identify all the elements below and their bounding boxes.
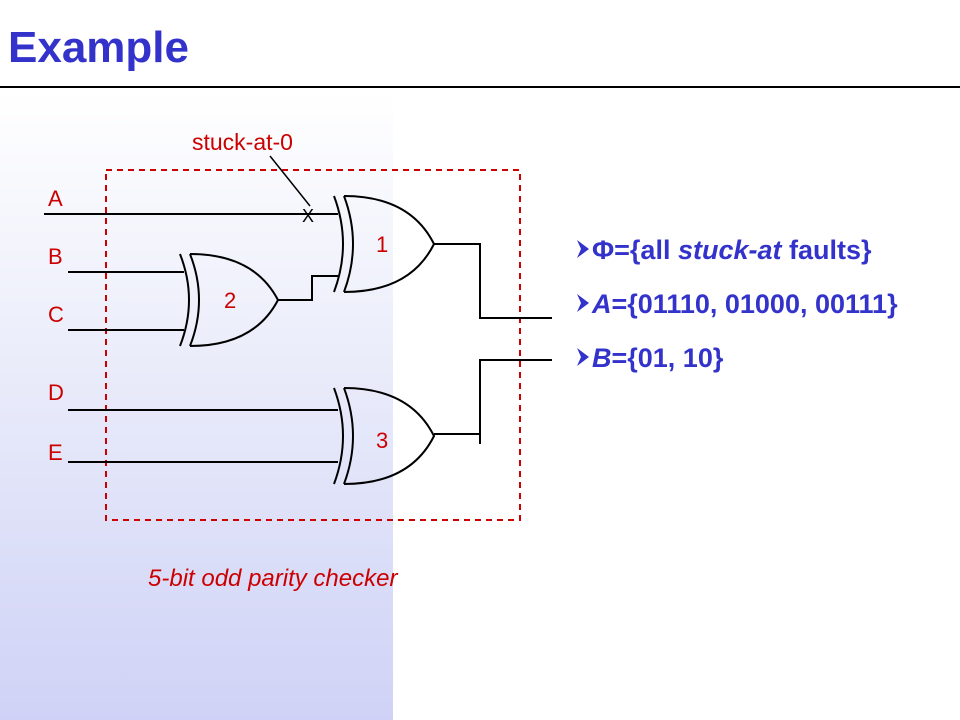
gate-label-2: 2 — [224, 288, 236, 313]
bullet-suffix: ={01, 10} — [611, 343, 724, 373]
background-gradient-panel — [0, 90, 393, 720]
bullet-item-phi: Φ={all stuck-at faults} — [576, 232, 946, 268]
gate-label-3: 3 — [376, 428, 388, 453]
xor-gate-1 — [333, 195, 436, 293]
bullet-suffix: ={01110, 01000, 00111} — [611, 289, 898, 319]
bullet-item-b: B={01, 10} — [576, 340, 946, 376]
bullet-emphasis: B — [592, 343, 612, 373]
xor-gate-3 — [333, 387, 436, 485]
input-label-e: E — [48, 440, 63, 465]
bullet-emphasis: stuck-at — [677, 235, 782, 265]
title-divider — [0, 86, 960, 88]
bullet-list: Φ={all stuck-at faults} A={01110, 01000,… — [576, 232, 946, 394]
diagram-caption: 5-bit odd parity checker — [148, 565, 398, 592]
wire-gate2-to-gate1 — [278, 275, 338, 301]
input-label-d: D — [48, 380, 64, 405]
arrow-bullet-icon — [577, 348, 589, 366]
xor-gate-2 — [179, 253, 280, 347]
arrow-bullet-icon — [577, 240, 589, 258]
fault-label: stuck-at-0 — [192, 129, 293, 155]
slide-title: Example — [8, 23, 189, 72]
input-label-a: A — [48, 186, 63, 211]
arrow-bullet-icon — [577, 294, 589, 312]
input-label-c: C — [48, 302, 64, 327]
wire-gate1-output — [434, 243, 552, 319]
bullet-prefix: Φ={all — [592, 235, 678, 265]
bullet-item-a: A={01110, 01000, 00111} — [576, 286, 946, 322]
fault-marker: X — [302, 206, 314, 226]
wire-gate3-output — [434, 359, 552, 435]
checker-boundary-box — [105, 169, 521, 521]
input-label-b: B — [48, 244, 63, 269]
bullet-emphasis: A — [592, 289, 612, 319]
bullet-suffix: faults} — [781, 235, 872, 265]
fault-pointer-line — [269, 155, 311, 207]
gate-label-1: 1 — [376, 232, 388, 257]
